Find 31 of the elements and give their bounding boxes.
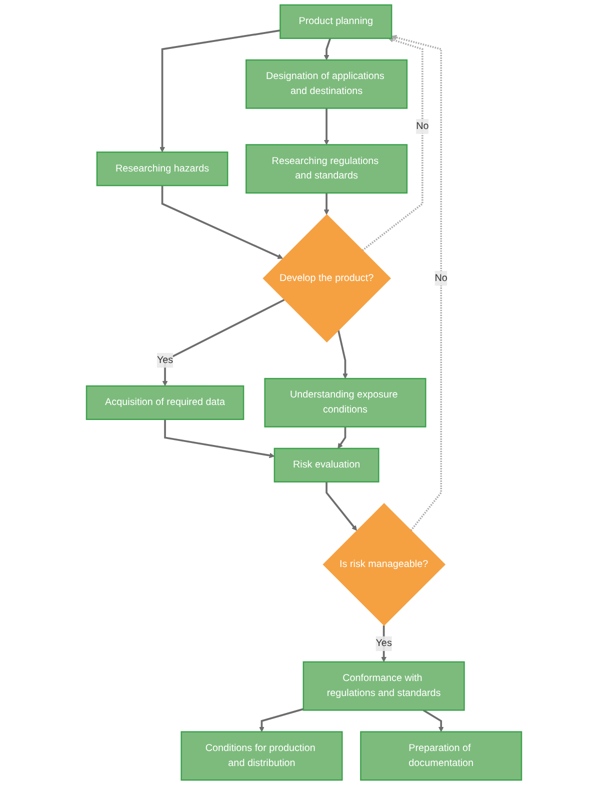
node-box: Risk evaluation [274, 448, 380, 482]
arrow [259, 708, 304, 732]
arrow [362, 37, 424, 252]
node-box: Researching hazards [96, 152, 228, 186]
node-box: Conformance with regulations and standards [302, 661, 465, 711]
arrow [324, 192, 330, 215]
arrow [164, 419, 275, 458]
node-box: Acquisition of required data [86, 385, 244, 420]
node-box: Understanding exposure conditions [264, 378, 426, 428]
arrow [161, 186, 283, 259]
node-box: Product planning [280, 4, 392, 39]
node-box: Conditions for production and distribution [180, 731, 343, 781]
node-box: Preparation of documentation [360, 731, 522, 781]
edge-label: Yes [376, 638, 392, 649]
arrow [162, 298, 285, 386]
arrow [326, 482, 357, 531]
edge-label: No [416, 120, 429, 132]
arrow [324, 38, 332, 60]
arrow [324, 108, 330, 145]
arrow [160, 30, 280, 152]
node-box: Designation of applications and destinations [246, 59, 408, 109]
node-diamond: Is risk manageable? [322, 503, 446, 626]
edge-label: No [434, 272, 448, 284]
node-diamond: Develop the product? [262, 214, 392, 342]
arrow [381, 625, 387, 662]
edge-label: Yes [156, 354, 174, 366]
arrow [391, 34, 442, 532]
arrow [338, 426, 346, 449]
arrow [422, 709, 444, 732]
node-box: Researching regulations and standards [246, 144, 408, 194]
arrow [337, 330, 348, 379]
